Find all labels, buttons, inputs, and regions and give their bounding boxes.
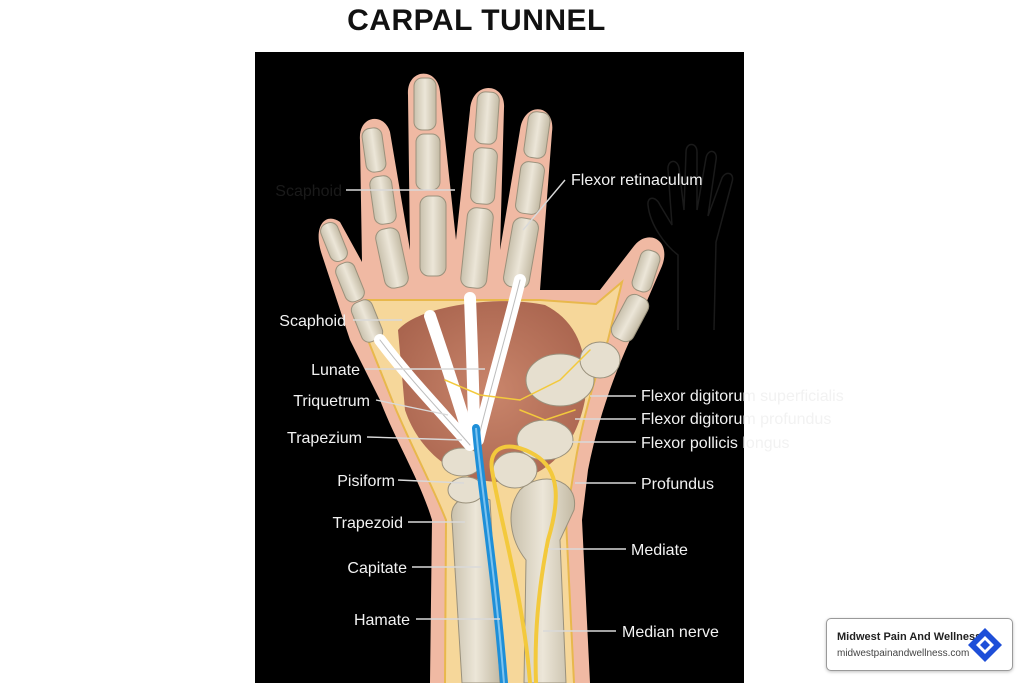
finger-bones (320, 77, 661, 343)
label-mediate: Mediate (631, 542, 688, 559)
label-triquetrum: Triquetrum (293, 393, 370, 410)
label-hamate: Hamate (354, 612, 410, 629)
label-lunate: Lunate (311, 362, 360, 379)
flexor-tendons (374, 274, 526, 451)
label-scaphoid: Scaphoid (279, 313, 346, 330)
brand-name: Midwest Pain And Wellness (837, 631, 982, 643)
label-profundus: Profundus (641, 476, 714, 493)
label-trapezium: Trapezium (287, 430, 362, 447)
artery-highlight (475, 427, 505, 683)
brand-badge[interactable]: Midwest Pain And Wellness midwestpainand… (826, 618, 1013, 671)
label-flexor-retinaculum: Flexor retinaculum (571, 172, 703, 189)
median-nerve (444, 349, 591, 683)
label-median-nerve: Median nerve (622, 624, 719, 641)
label-pisiform: Pisiform (337, 473, 395, 490)
brand-url[interactable]: midwestpainandwellness.com (837, 648, 970, 659)
label-flexor-pollicis-longus: Flexor pollicis longus (641, 435, 790, 452)
diamond-logo-icon (968, 628, 1002, 662)
label-scaphoid-top: Scaphoid (275, 183, 342, 200)
hand-inset-icon (647, 143, 734, 331)
label-trapezoid: Trapezoid (332, 515, 403, 532)
label-flexor-digitorum-superficialis: Flexor digitorum superficialis (641, 388, 844, 405)
label-flexor-digitorum-profundus: Flexor digitorum profundus (641, 411, 831, 428)
anatomy-labels: Scaphoid Scaphoid Lunate Triquetrum Trap… (275, 172, 843, 641)
label-capitate: Capitate (347, 560, 407, 577)
leader-lines (346, 179, 636, 632)
page-title: CARPAL TUNNEL (347, 4, 606, 37)
